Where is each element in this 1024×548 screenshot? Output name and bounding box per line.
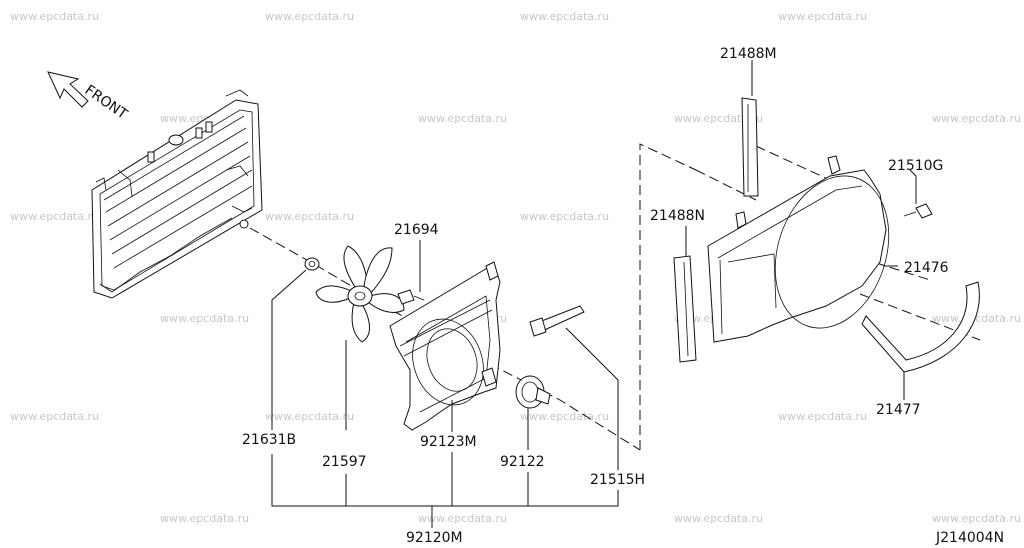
label-21631B: 21631B bbox=[242, 432, 296, 448]
label-92120M: 92120M bbox=[406, 530, 463, 546]
watermark: www.epcdata.ru bbox=[160, 512, 249, 525]
radiator bbox=[91, 89, 263, 299]
watermark: www.epcdata.ru bbox=[265, 210, 354, 223]
watermark: www.epcdata.ru bbox=[520, 410, 609, 423]
label-21510G: 21510G bbox=[888, 158, 943, 174]
watermark: www.epcdata.ru bbox=[10, 10, 99, 23]
watermark: www.epcdata.ru bbox=[418, 112, 507, 125]
watermark: www.epcdata.ru bbox=[160, 312, 249, 325]
bolt-21510G bbox=[903, 203, 933, 219]
shroud-seal-21488M bbox=[741, 97, 759, 197]
watermark: www.epcdata.ru bbox=[10, 410, 99, 423]
fan-shroud bbox=[389, 261, 501, 431]
connector-21515H bbox=[529, 305, 585, 337]
label-21488M: 21488M bbox=[720, 46, 777, 62]
bolt-21694 bbox=[397, 289, 425, 305]
label-21477: 21477 bbox=[876, 402, 921, 418]
fan-blade bbox=[315, 245, 405, 343]
leader-lines bbox=[271, 60, 917, 528]
diagram-id: J214004N bbox=[935, 530, 1004, 546]
label-92123M: 92123M bbox=[420, 434, 477, 450]
front-arrow-icon bbox=[47, 71, 89, 108]
fan-motor bbox=[515, 375, 551, 409]
watermark: www.epcdata.ru bbox=[418, 512, 507, 525]
shroud-housing bbox=[707, 155, 890, 343]
watermark: www.epcdata.ru bbox=[932, 512, 1021, 525]
watermark: www.epcdata.ru bbox=[778, 10, 867, 23]
front-label: FRONT bbox=[82, 82, 131, 123]
label-21488N: 21488N bbox=[650, 208, 705, 224]
watermark: www.epcdata.ru bbox=[10, 210, 99, 223]
watermark: www.epcdata.ru bbox=[265, 410, 354, 423]
watermark: www.epcdata.ru bbox=[778, 410, 867, 423]
shroud-seal-21488N bbox=[673, 255, 697, 363]
label-21476: 21476 bbox=[904, 260, 949, 276]
watermark: www.epcdata.ru bbox=[520, 210, 609, 223]
label-21597: 21597 bbox=[322, 454, 367, 470]
label-92122: 92122 bbox=[500, 454, 545, 470]
watermark: www.epcdata.ru bbox=[674, 112, 763, 125]
label-21515H: 21515H bbox=[590, 472, 645, 488]
nut-21631B bbox=[304, 257, 320, 271]
watermark: www.epcdata.ru bbox=[520, 10, 609, 23]
seal-strip-21477 bbox=[861, 281, 980, 373]
label-21694: 21694 bbox=[394, 222, 439, 238]
watermark: www.epcdata.ru bbox=[932, 112, 1021, 125]
watermark: www.epcdata.ru bbox=[932, 312, 1021, 325]
watermark: www.epcdata.ru bbox=[265, 10, 354, 23]
watermark: www.epcdata.ru bbox=[674, 512, 763, 525]
